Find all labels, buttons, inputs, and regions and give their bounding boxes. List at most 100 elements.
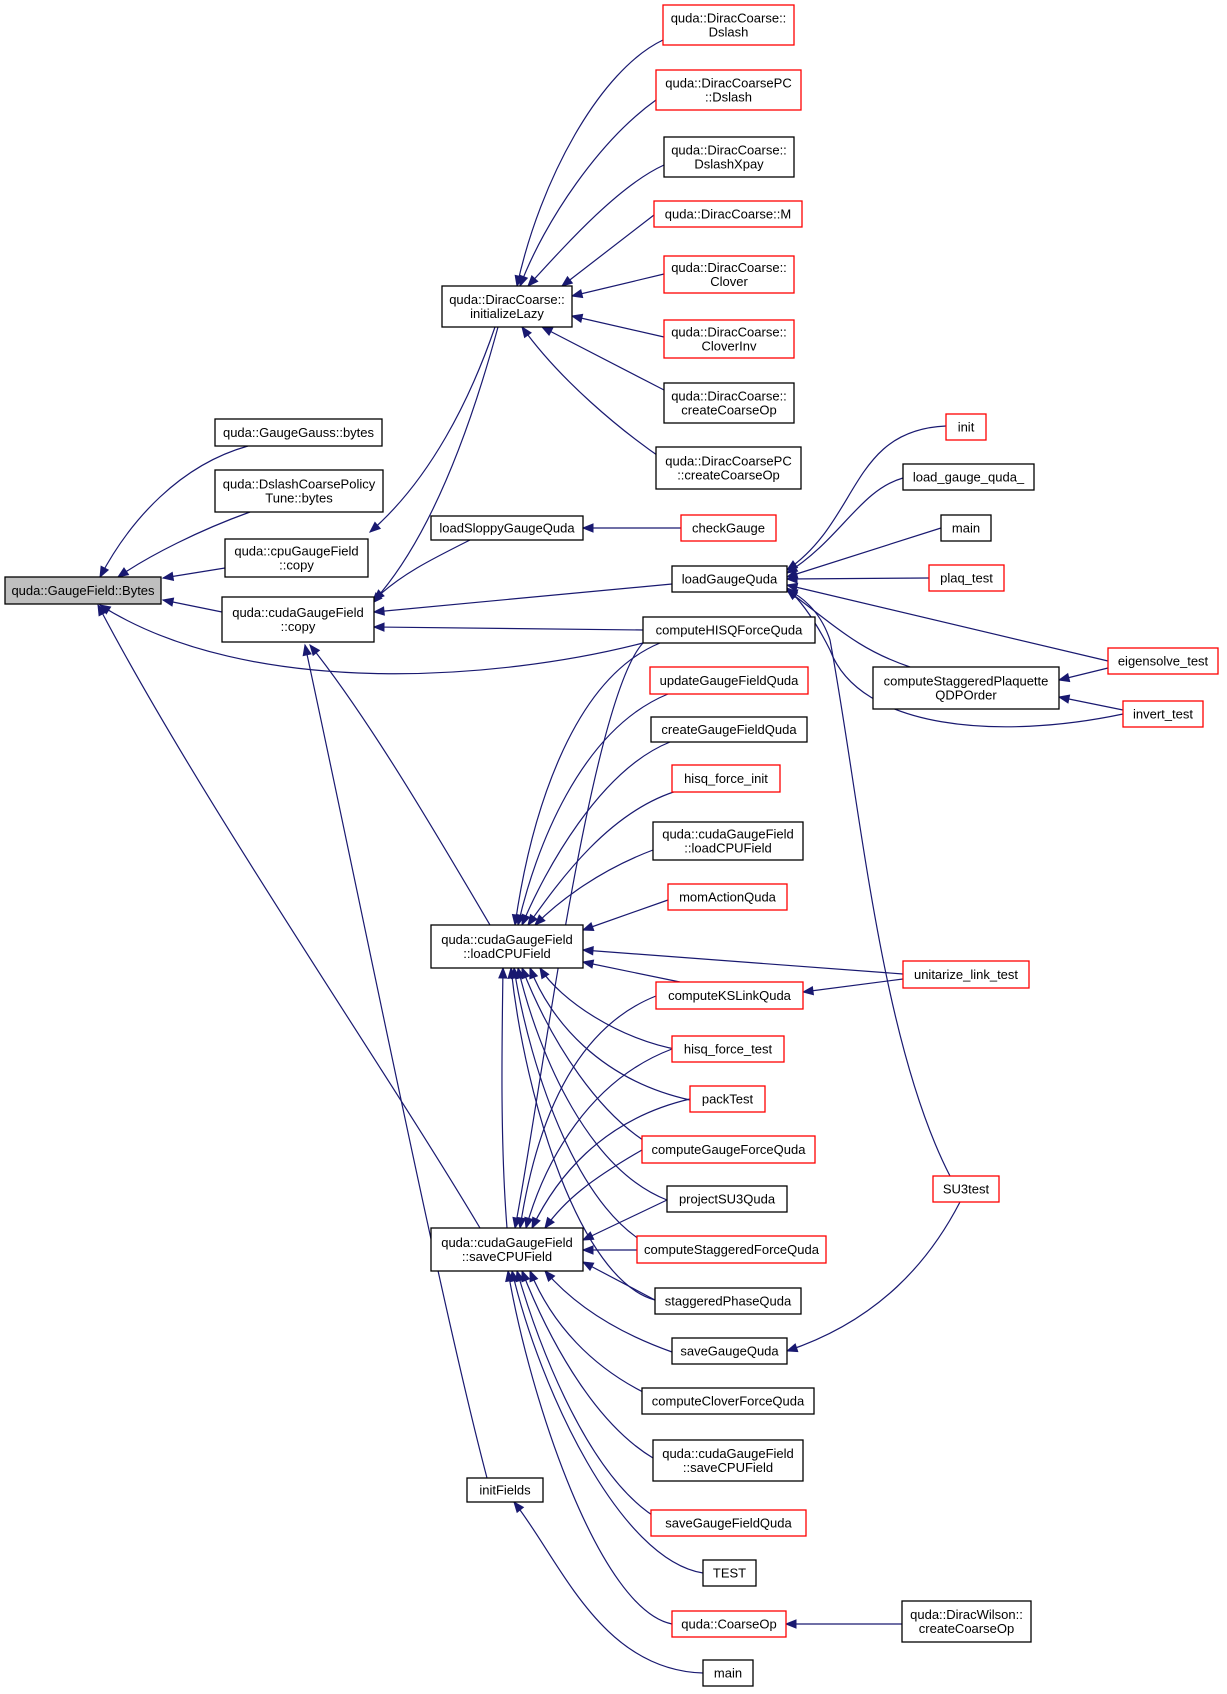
call-edge-load_gauge-to-cuda_copy: [372, 583, 673, 616]
node-cuda-copy[interactable]: quda::cudaGaugeField::copy: [221, 596, 375, 643]
node-label: quda::cpuGaugeField: [234, 544, 358, 559]
node-invert-test[interactable]: invert_test: [1122, 700, 1204, 728]
node-check-gauge[interactable]: checkGauge: [680, 514, 777, 542]
node-dc-dslash-xpay[interactable]: quda::DiracCoarse::DslashXpay: [663, 136, 795, 178]
node-init-lazy[interactable]: quda::DiracCoarse::initializeLazy: [441, 285, 573, 328]
call-edge-dc_dslash_xpay-to-init_lazy: [527, 164, 665, 287]
call-edge-dc_dslash-to-init_lazy: [514, 39, 664, 288]
call-edge-main_bottom-to-init_fields: [513, 1500, 704, 1674]
call-edge-create_gauge-to-load_cpu: [521, 741, 671, 927]
node-label: quda::CoarseOp: [681, 1617, 776, 1632]
node-dc-clover[interactable]: quda::DiracCoarse::Clover: [663, 255, 795, 294]
node-load-gauge[interactable]: loadGaugeQuda: [671, 565, 788, 593]
node-label: main: [952, 521, 980, 536]
node-hisq-force-init[interactable]: hisq_force_init: [671, 764, 781, 793]
node-label: ::createCoarseOp: [677, 468, 780, 483]
node-label: plaq_test: [940, 571, 993, 586]
node-hisq-force-test[interactable]: hisq_force_test: [671, 1035, 785, 1063]
node-su3test[interactable]: SU3test: [932, 1175, 1000, 1203]
call-edge-staggered_force-to-load_cpu: [510, 966, 661, 1251]
call-edge-init_fields-to-cuda_copy: [302, 643, 488, 1479]
node-label: packTest: [702, 1092, 754, 1107]
node-label: quda::DiracWilson::: [910, 1607, 1023, 1622]
call-edge-hisq_force_test-to-load_cpu: [539, 966, 681, 1051]
node-update-gauge[interactable]: updateGaugeFieldQuda: [649, 666, 809, 695]
node-root[interactable]: quda::GaugeField::Bytes: [4, 576, 162, 605]
call-edge-cpu_copy-to-root: [161, 567, 226, 582]
node-label: eigensolve_test: [1118, 654, 1209, 669]
node-label: Tune::bytes: [265, 491, 333, 506]
node-hisq-force-quda[interactable]: computeHISQForceQuda: [642, 616, 816, 644]
node-label: invert_test: [1133, 707, 1193, 722]
node-save-gauge[interactable]: saveGaugeQuda: [671, 1337, 788, 1365]
node-save-cpu-2[interactable]: quda::cudaGaugeField::saveCPUField: [652, 1439, 804, 1482]
call-edge-staggered_phase-to-save_cpu: [581, 1261, 656, 1301]
node-label: Dslash: [709, 25, 749, 40]
node-load-sloppy[interactable]: loadSloppyGaugeQuda: [430, 515, 584, 541]
call-edge-project_su3-to-save_cpu: [581, 1199, 668, 1241]
call-edge-load_cpu_2-to-load_cpu: [534, 849, 654, 926]
node-dc-dslash[interactable]: quda::DiracCoarse::Dslash: [662, 4, 795, 46]
node-load-gauge-quda-[interactable]: load_gauge_quda_: [902, 463, 1035, 491]
node-unitarize-test[interactable]: unitarize_link_test: [902, 960, 1030, 989]
node-label: ::copy: [279, 558, 314, 573]
node-pack-test[interactable]: packTest: [689, 1085, 766, 1113]
node-label: ::saveCPUField: [683, 1460, 773, 1475]
node-save-cpu[interactable]: quda::cudaGaugeField::saveCPUField: [430, 1227, 584, 1272]
node-init[interactable]: init: [945, 413, 987, 441]
node-label: load_gauge_quda_: [913, 470, 1025, 485]
node-init-fields[interactable]: initFields: [466, 1477, 544, 1503]
node-dcpc-create[interactable]: quda::DiracCoarsePC::createCoarseOp: [655, 446, 802, 490]
node-ks-link[interactable]: computeKSLinkQuda: [655, 981, 804, 1010]
node-label: Clover: [710, 274, 748, 289]
call-edge-plaq_test-to-load_gauge: [785, 574, 930, 584]
call-edge-pack_test-to-save_cpu: [531, 1098, 691, 1230]
node-dcpc-dslash[interactable]: quda::DiracCoarsePC::Dslash: [655, 69, 802, 111]
call-edge-dc_m-to-init_lazy: [560, 214, 655, 287]
node-mom-action[interactable]: momActionQuda: [667, 883, 788, 911]
node-label: DslashXpay: [694, 157, 764, 172]
node-create-gauge[interactable]: createGaugeFieldQuda: [650, 716, 808, 743]
call-edge-save_gauge-to-save_cpu: [544, 1269, 673, 1353]
node-dc-m[interactable]: quda::DiracCoarse::M: [653, 200, 803, 228]
node-main-bottom[interactable]: main: [702, 1659, 754, 1687]
call-edge-save_cpu-to-load_cpu: [498, 966, 508, 1229]
node-clover-force[interactable]: computeCloverForceQuda: [641, 1387, 815, 1415]
node-coarse-op[interactable]: quda::CoarseOp: [671, 1610, 787, 1638]
call-edge-init_lazy-to-cpu_copy: [368, 326, 496, 533]
node-load-cpu-2[interactable]: quda::cudaGaugeField::loadCPUField: [652, 821, 804, 861]
node-project-su3[interactable]: projectSU3Quda: [666, 1185, 788, 1213]
node-dc-clover-inv[interactable]: quda::DiracCoarse::CloverInv: [663, 319, 795, 359]
node-load-cpu[interactable]: quda::cudaGaugeField::loadCPUField: [430, 924, 584, 969]
node-label: ::loadCPUField: [684, 841, 771, 856]
node-cpu-copy[interactable]: quda::cpuGaugeField::copy: [224, 538, 369, 578]
call-edge-update_gauge-to-load_cpu: [515, 693, 669, 927]
node-main-top[interactable]: main: [940, 514, 992, 542]
node-label: hisq_force_init: [684, 771, 768, 786]
node-gauge-force[interactable]: computeGaugeForceQuda: [641, 1135, 816, 1164]
node-plaq-test[interactable]: plaq_test: [928, 564, 1005, 592]
node-dw-create[interactable]: quda::DiracWilson::createCoarseOp: [901, 1600, 1032, 1643]
call-edge-load_sloppy-to-cuda_copy: [373, 539, 471, 601]
node-test[interactable]: TEST: [702, 1559, 757, 1587]
node-save-gauge-field[interactable]: saveGaugeFieldQuda: [650, 1509, 807, 1537]
call-edge-clover_force-to-save_cpu: [529, 1269, 661, 1401]
node-dc-create[interactable]: quda::DiracCoarse::createCoarseOp: [663, 382, 795, 424]
call-edge-eigensolve_test-to-load_gauge: [785, 582, 1109, 662]
call-edge-dw_create-to-coarse_op: [784, 1619, 902, 1629]
node-label: updateGaugeFieldQuda: [660, 673, 800, 688]
call-edge-ks_link-to-load_cpu: [581, 959, 681, 983]
node-label: createCoarseOp: [681, 403, 776, 418]
node-staggered-force[interactable]: computeStaggeredForceQuda: [636, 1235, 827, 1264]
node-label: computeStaggeredPlaquette: [884, 674, 1049, 689]
node-label: quda::cudaGaugeField: [232, 605, 364, 620]
call-edge-staggered_phase-to-load_cpu: [507, 966, 656, 1301]
node-eigensolve-test[interactable]: eigensolve_test: [1107, 647, 1219, 675]
call-edge-dslash_tune_bytes-to-root: [116, 511, 251, 578]
node-staggered-phase[interactable]: staggeredPhaseQuda: [654, 1287, 802, 1315]
node-label: quda::cudaGaugeField: [441, 1235, 573, 1250]
node-gauss-bytes[interactable]: quda::GaugeGauss::bytes: [214, 418, 383, 447]
nodes: quda::GaugeField::Bytes quda::GaugeGauss:…: [4, 4, 1219, 1687]
